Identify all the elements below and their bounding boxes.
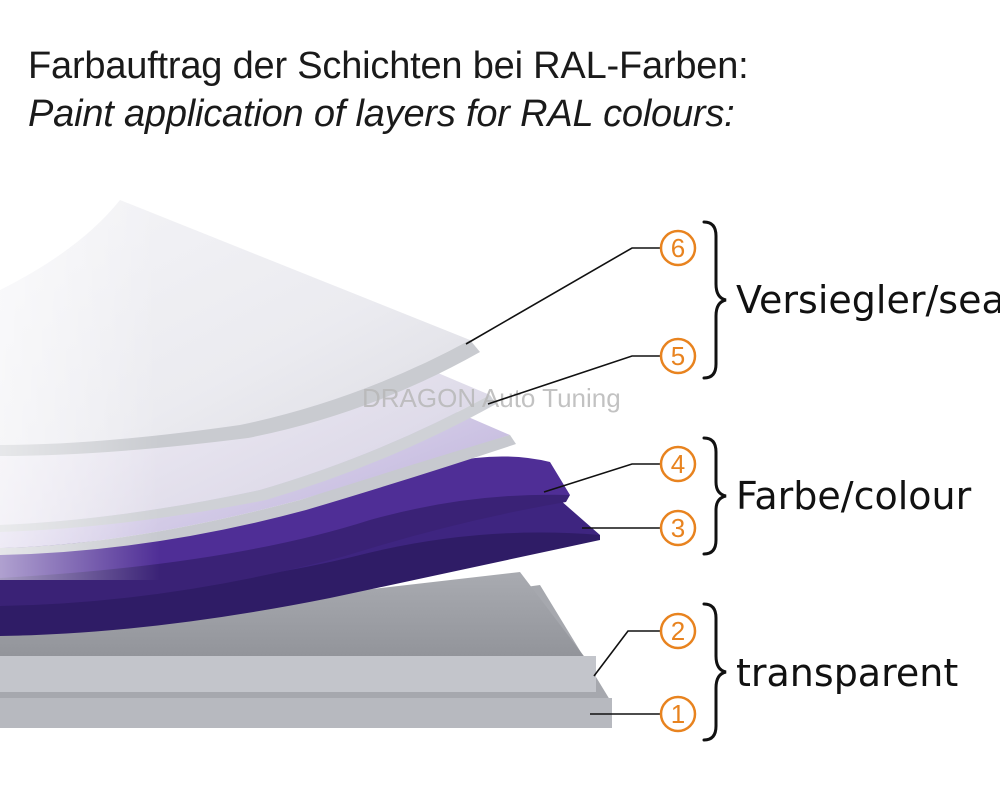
leader-line-4 [543,463,660,493]
svg-text:3: 3 [671,513,685,543]
left-fade [0,180,160,580]
svg-text:4: 4 [671,449,685,479]
svg-text:5: 5 [671,341,685,371]
layer-2-top [0,572,596,672]
braces [702,220,727,742]
brace-colour [702,436,727,556]
leader-line-6 [465,247,660,345]
title-german: Farbauftrag der Schichten bei RAL-Farben… [28,45,749,87]
svg-text:1: 1 [671,699,685,729]
layer-2-transparent [0,572,596,692]
badge-6: 6 [659,229,697,267]
brace-transparent [702,602,727,742]
badge-2: 2 [659,612,697,650]
title-block: Farbauftrag der Schichten bei RAL-Farben… [28,42,749,138]
svg-text:6: 6 [671,233,685,263]
badge-4: 4 [659,445,697,483]
leader-line-2 [593,630,660,677]
leader-line-5 [487,355,660,405]
watermark-text: DRAGON Auto Tuning [362,383,621,413]
layer-1-edge [0,698,612,728]
number-badges: 6 5 4 3 2 1 [659,229,697,733]
group-label-transparent: transparent [736,651,958,695]
title-english: Paint application of layers for RAL colo… [28,93,735,135]
badge-1: 1 [659,695,697,733]
svg-text:2: 2 [671,616,685,646]
leader-lines [465,247,660,715]
group-label-colour: Farbe/colour [736,474,972,518]
brace-sealer [702,220,727,380]
badge-5: 5 [659,337,697,375]
badge-3: 3 [659,509,697,547]
layer-2-edge [0,656,596,692]
group-label-sealer: Versiegler/sealer [736,278,1000,322]
layer-3-edge [0,532,600,636]
